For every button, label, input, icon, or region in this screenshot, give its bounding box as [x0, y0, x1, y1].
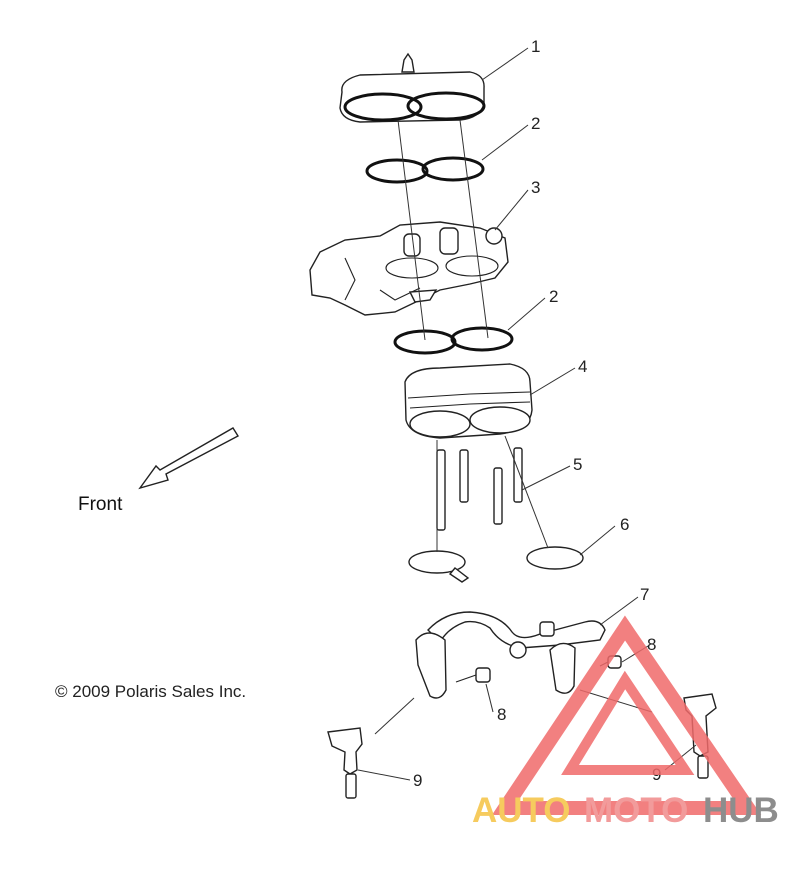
callout-4: 4 [578, 357, 587, 376]
part-7-fuel-hose [415, 611, 606, 699]
part-4-intake-boots [404, 363, 533, 439]
part-2-o-rings-upper [365, 156, 485, 184]
front-arrow-icon [138, 427, 239, 490]
watermark-text-moto: MOTO [584, 791, 688, 830]
part-2-o-rings-lower [393, 326, 514, 355]
part-9-injector-left [327, 727, 363, 799]
watermark-text-hub: HUB [703, 791, 779, 830]
callout-5: 5 [573, 455, 582, 474]
part-6-clamps [408, 546, 584, 583]
watermark-text-auto: AUTO [472, 791, 571, 830]
part-1-adapter-plate [339, 52, 486, 123]
callout-7: 7 [640, 585, 649, 604]
watermark-logo: AUTO MOTO HUB [472, 615, 779, 830]
callout-8-right: 8 [647, 635, 656, 654]
callout-2-upper: 2 [531, 114, 540, 133]
callout-1: 1 [531, 37, 540, 56]
callout-3: 3 [531, 178, 540, 197]
callout-9-left: 9 [413, 771, 422, 790]
callout-labels: 1 2 3 2 4 5 6 7 8 8 9 9 [413, 37, 661, 790]
copyright-notice: © 2009 Polaris Sales Inc. [55, 682, 246, 701]
callout-6: 6 [620, 515, 629, 534]
callout-2-lower: 2 [549, 287, 558, 306]
part-5-bolts [436, 447, 523, 531]
callout-8-left: 8 [497, 705, 506, 724]
part-9-injector-right [683, 693, 717, 779]
watermark-triangle-icon [491, 615, 762, 815]
part-3-throttle-body [309, 221, 509, 316]
front-label: Front [78, 494, 123, 515]
